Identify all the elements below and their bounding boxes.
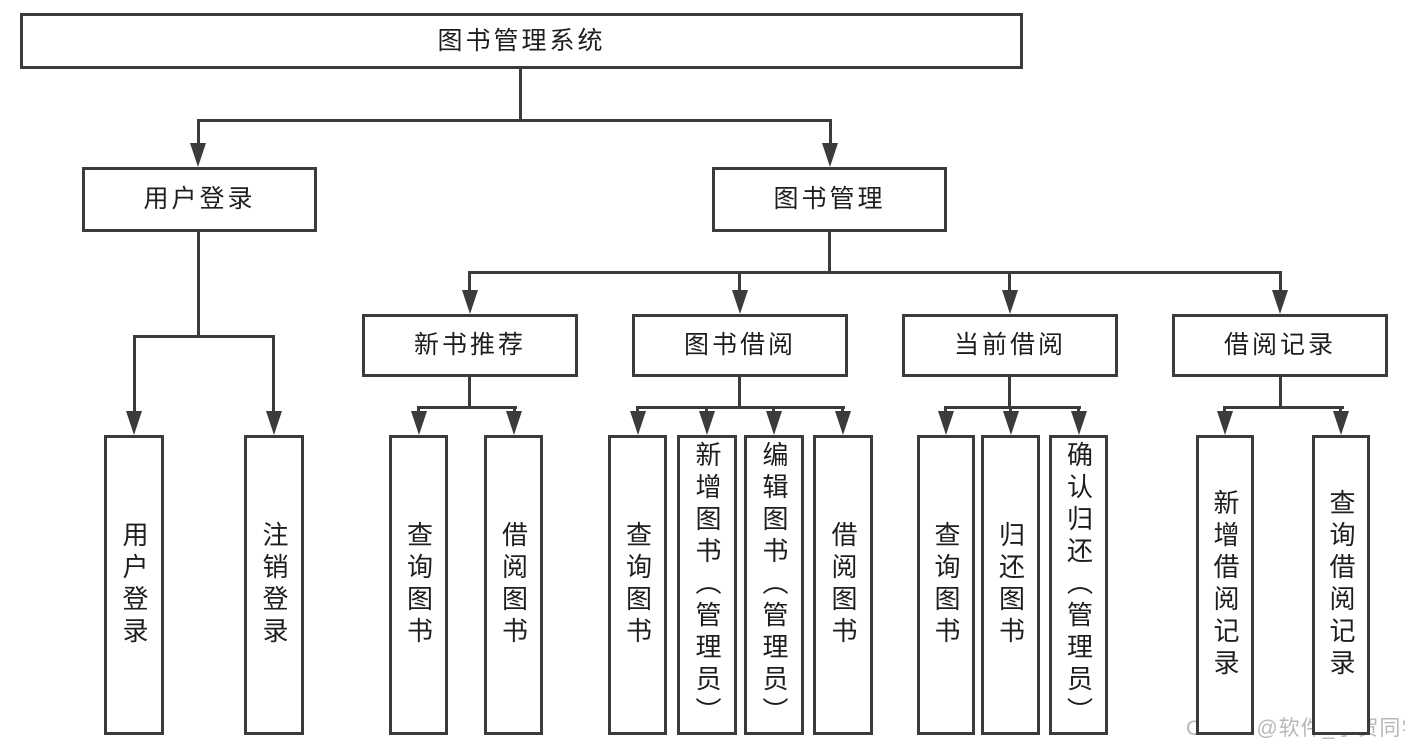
arrowhead-down-icon bbox=[732, 290, 748, 314]
arrowhead-down-icon bbox=[462, 290, 478, 314]
connector-line bbox=[1223, 406, 1226, 415]
node-borrowing-records: 借阅记录 bbox=[1172, 314, 1388, 377]
connector-line bbox=[1279, 377, 1282, 409]
node-label-book-management: 图书管理 bbox=[773, 185, 886, 213]
node-label-leaf-return-books: 归还图书 bbox=[995, 521, 1026, 649]
connector-line bbox=[417, 406, 420, 415]
arrowhead-down-icon bbox=[630, 411, 646, 435]
connector-line bbox=[772, 406, 775, 415]
node-leaf-add-borrow-record: 新增借阅记录 bbox=[1196, 435, 1254, 735]
connector-line bbox=[944, 406, 947, 415]
connector-line bbox=[738, 271, 741, 293]
connector-line bbox=[1008, 271, 1011, 293]
node-leaf-borrow-books-b: 借阅图书 bbox=[813, 435, 873, 735]
node-label-leaf-query-borrow-record: 查询借阅记录 bbox=[1326, 489, 1356, 681]
arrowhead-down-icon bbox=[1272, 290, 1288, 314]
arrowhead-down-icon bbox=[822, 143, 838, 167]
connector-line bbox=[841, 406, 844, 415]
node-label-borrowing-records: 借阅记录 bbox=[1223, 331, 1336, 359]
arrowhead-down-icon bbox=[938, 411, 954, 435]
node-leaf-query-books-b: 查询图书 bbox=[608, 435, 667, 735]
connector-line bbox=[1009, 406, 1012, 415]
arrowhead-down-icon bbox=[1003, 411, 1019, 435]
node-leaf-edit-books-admin: 编辑图书（管理员） bbox=[744, 435, 804, 735]
arrowhead-down-icon bbox=[1217, 411, 1233, 435]
node-leaf-add-books-admin: 新增图书（管理员） bbox=[677, 435, 737, 735]
connector-line bbox=[1279, 271, 1282, 293]
arrowhead-down-icon bbox=[835, 411, 851, 435]
node-current-borrowing: 当前借阅 bbox=[902, 314, 1118, 377]
connector-line bbox=[133, 335, 136, 414]
node-leaf-borrow-books-a: 借阅图书 bbox=[484, 435, 543, 735]
node-label-leaf-query-books-c: 查询图书 bbox=[931, 521, 961, 649]
node-label-leaf-edit-books-admin: 编辑图书（管理员） bbox=[759, 441, 789, 729]
connector-line bbox=[738, 377, 741, 409]
node-user-login: 用户登录 bbox=[82, 167, 317, 232]
node-label-new-book-recommend: 新书推荐 bbox=[413, 331, 526, 359]
arrowhead-down-icon bbox=[699, 411, 715, 435]
node-label-current-borrowing: 当前借阅 bbox=[953, 331, 1066, 359]
node-label-leaf-query-books-b: 查询图书 bbox=[622, 521, 653, 649]
connector-line bbox=[705, 406, 708, 415]
node-label-user-login: 用户登录 bbox=[143, 185, 256, 213]
connector-line bbox=[828, 232, 831, 273]
node-system: 图书管理系统 bbox=[20, 13, 1023, 69]
connector-line bbox=[197, 119, 832, 122]
node-label-system: 图书管理系统 bbox=[437, 26, 606, 55]
node-leaf-query-books-c: 查询图书 bbox=[917, 435, 975, 735]
node-label-leaf-add-borrow-record: 新增借阅记录 bbox=[1210, 489, 1240, 681]
connector-line bbox=[519, 68, 522, 121]
arrowhead-down-icon bbox=[411, 411, 427, 435]
connector-line bbox=[197, 119, 200, 146]
connector-line bbox=[1223, 406, 1344, 409]
arrowhead-down-icon bbox=[506, 411, 522, 435]
arrowhead-down-icon bbox=[266, 411, 282, 435]
node-book-management: 图书管理 bbox=[712, 167, 947, 232]
node-leaf-return-books: 归还图书 bbox=[981, 435, 1040, 735]
connector-line bbox=[1339, 406, 1342, 415]
node-label-leaf-borrow-books-a: 借阅图书 bbox=[498, 521, 529, 649]
node-leaf-confirm-return-admin: 确认归还（管理员） bbox=[1049, 435, 1108, 735]
connector-line bbox=[829, 119, 832, 146]
arrowhead-down-icon bbox=[1071, 411, 1087, 435]
node-leaf-logout: 注销登录 bbox=[244, 435, 304, 735]
node-label-leaf-query-books-a: 查询图书 bbox=[403, 521, 434, 649]
node-label-leaf-confirm-return-admin: 确认归还（管理员） bbox=[1063, 441, 1094, 729]
connector-line bbox=[133, 335, 275, 338]
connector-line bbox=[944, 406, 1081, 409]
node-label-leaf-logout: 注销登录 bbox=[259, 521, 289, 649]
connector-line bbox=[417, 406, 517, 409]
connector-line bbox=[1008, 377, 1011, 409]
connector-line bbox=[272, 335, 275, 414]
connector-line bbox=[197, 232, 200, 338]
arrowhead-down-icon bbox=[1333, 411, 1349, 435]
node-book-borrowing: 图书借阅 bbox=[632, 314, 848, 377]
node-label-book-borrowing: 图书借阅 bbox=[683, 331, 796, 359]
connector-line bbox=[636, 406, 639, 415]
node-leaf-user-login: 用户登录 bbox=[104, 435, 164, 735]
connector-line bbox=[513, 406, 516, 415]
connector-line bbox=[1077, 406, 1080, 415]
connector-line bbox=[468, 271, 471, 293]
node-label-leaf-borrow-books-b: 借阅图书 bbox=[828, 521, 858, 649]
node-label-leaf-add-books-admin: 新增图书（管理员） bbox=[692, 441, 722, 729]
arrowhead-down-icon bbox=[766, 411, 782, 435]
connector-line bbox=[636, 406, 845, 409]
node-leaf-query-books-a: 查询图书 bbox=[389, 435, 448, 735]
arrowhead-down-icon bbox=[190, 143, 206, 167]
arrowhead-down-icon bbox=[126, 411, 142, 435]
node-leaf-query-borrow-record: 查询借阅记录 bbox=[1312, 435, 1370, 735]
connector-line bbox=[468, 271, 1282, 274]
connector-line bbox=[468, 377, 471, 409]
node-new-book-recommend: 新书推荐 bbox=[362, 314, 578, 377]
node-label-leaf-user-login: 用户登录 bbox=[119, 521, 149, 649]
arrowhead-down-icon bbox=[1002, 290, 1018, 314]
